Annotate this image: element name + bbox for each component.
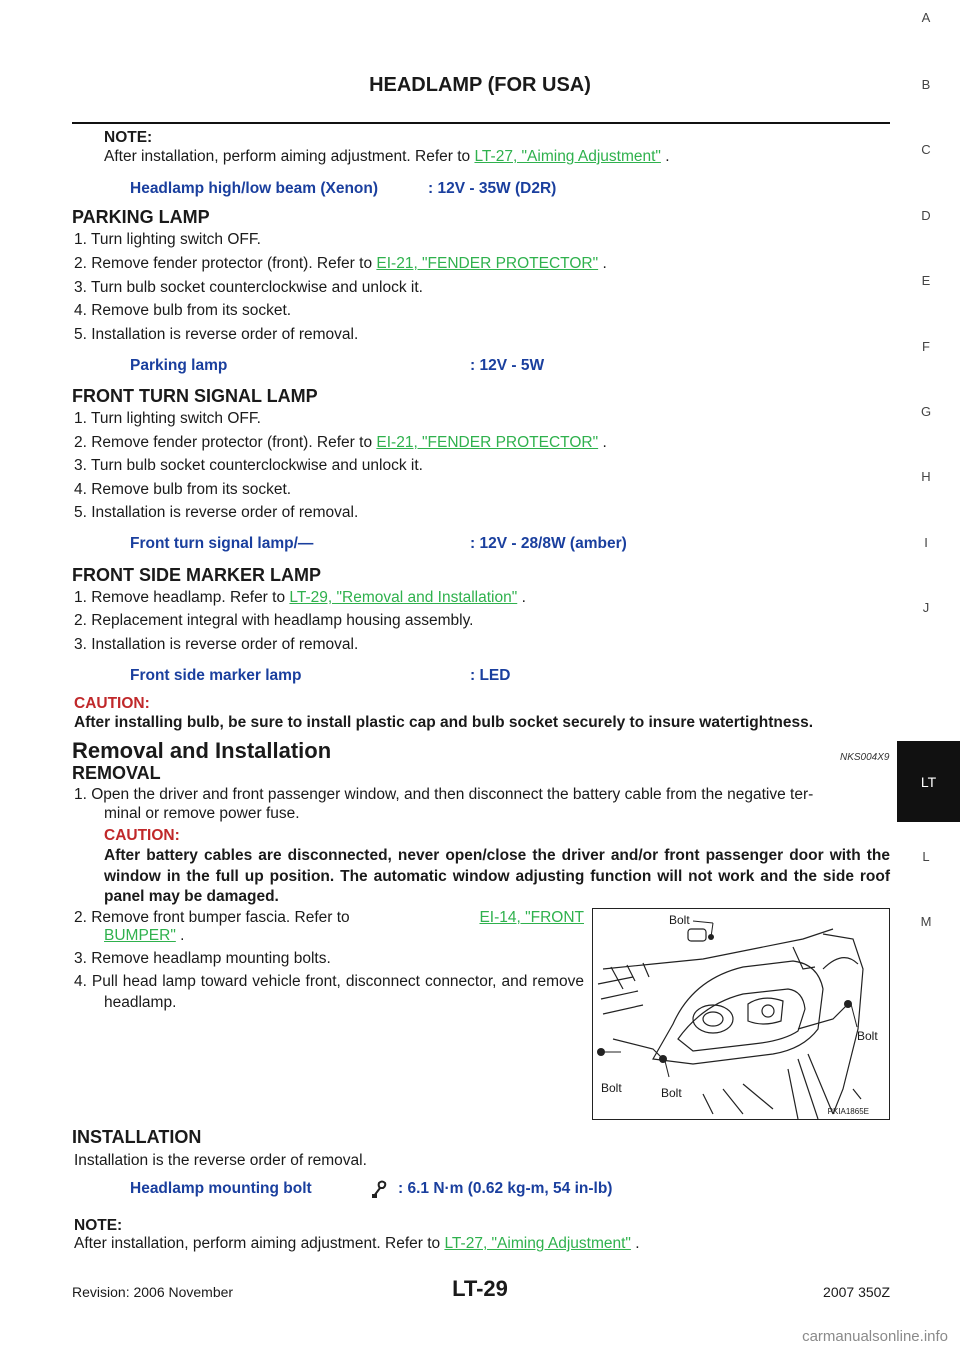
step: 1. Turn lighting switch OFF.: [74, 231, 261, 248]
torque-wrench-icon: [370, 1179, 388, 1199]
caution-label: CAUTION:: [104, 827, 180, 844]
front-bumper-link-cont[interactable]: BUMPER": [104, 927, 176, 944]
spec-name: Headlamp mounting bolt: [130, 1180, 312, 1197]
index-letter[interactable]: H: [921, 469, 931, 484]
step: 1. Open the driver and front passenger w…: [74, 786, 814, 803]
step: 5. Installation is reverse order of remo…: [74, 326, 359, 343]
section-heading: REMOVAL: [72, 763, 161, 783]
watermark: carmanualsonline.info: [802, 1328, 948, 1345]
header-rule: [72, 122, 890, 124]
headlamp-illustration: [597, 920, 864, 1120]
section-heading: PARKING LAMP: [72, 207, 210, 227]
index-letter[interactable]: M: [920, 914, 932, 929]
step-text: 2. Remove fender protector (front). Refe…: [74, 255, 373, 272]
step-suffix: .: [180, 927, 185, 944]
bolt-label: Bolt: [601, 1081, 622, 1095]
step: 2. Replacement integral with headlamp ho…: [74, 612, 474, 629]
caution-text: After battery cables are disconnected, n…: [104, 847, 890, 905]
note-suffix: .: [665, 148, 670, 165]
step: 3. Installation is reverse order of remo…: [74, 636, 359, 653]
fender-protector-link[interactable]: EI-21, "FENDER PROTECTOR": [376, 255, 599, 272]
index-letter[interactable]: E: [921, 273, 931, 288]
step: 4. Pull head lamp toward vehicle front, …: [74, 972, 584, 1013]
spec-value: : 12V - 28/8W (amber): [470, 535, 627, 552]
step: 1. Remove headlamp. Refer to LT-29, "Rem…: [74, 588, 526, 608]
aiming-adjustment-link[interactable]: LT-27, "Aiming Adjustment": [474, 148, 661, 165]
note-text: After installation, perform aiming adjus…: [104, 147, 670, 167]
section-heading: FRONT SIDE MARKER LAMP: [72, 565, 321, 585]
revision-text: Revision: 2006 November: [72, 1284, 234, 1300]
spec-value: : 12V - 5W: [470, 357, 545, 374]
step: 2. Remove front bumper fascia. Refer to …: [74, 908, 584, 928]
step-text: 4. Pull head lamp toward vehicle front, …: [74, 973, 584, 1011]
index-letter[interactable]: I: [924, 535, 928, 550]
spec-name: Parking lamp: [130, 357, 228, 374]
aiming-adjustment-link[interactable]: LT-27, "Aiming Adjustment": [444, 1235, 631, 1252]
index-letter[interactable]: A: [921, 10, 931, 25]
bolt-label: Bolt: [661, 1086, 682, 1100]
index-letter[interactable]: B: [921, 77, 931, 92]
note-body: After installation, perform aiming adjus…: [104, 148, 471, 165]
index-tab-active[interactable]: LT: [897, 741, 960, 822]
step: 5. Installation is reverse order of remo…: [74, 504, 359, 521]
step: 4. Remove bulb from its socket.: [74, 481, 292, 498]
step-text: 2. Remove fender protector (front). Refe…: [74, 434, 373, 451]
caution-label: CAUTION:: [74, 695, 150, 712]
step: 3. Turn bulb socket counterclockwise and…: [74, 457, 423, 474]
step-text: 2. Remove front bumper fascia. Refer to: [74, 909, 350, 926]
section-heading: FRONT TURN SIGNAL LAMP: [72, 386, 318, 406]
bolt-label: Bolt: [669, 913, 690, 927]
figure-code: PKIA1865E: [827, 1107, 869, 1116]
step-text: 1. Remove headlamp. Refer to: [74, 589, 286, 606]
removal-installation-link[interactable]: LT-29, "Removal and Installation": [289, 589, 518, 606]
installation-text: Installation is the reverse order of rem…: [74, 1152, 367, 1169]
model-text: 2007 350Z: [823, 1284, 890, 1300]
bolt-label: Bolt: [857, 1029, 878, 1043]
page-number: LT-29: [452, 1276, 508, 1301]
index-letter[interactable]: J: [922, 600, 930, 615]
index-letter[interactable]: F: [922, 339, 930, 354]
step: 3. Remove headlamp mounting bolts.: [74, 950, 331, 967]
step-suffix: .: [602, 255, 607, 272]
front-bumper-link[interactable]: EI-14, "FRONT: [479, 909, 584, 926]
spec-value: : 6.1 N·m (0.62 kg-m, 54 in-lb): [398, 1180, 613, 1197]
section-title: Removal and Installation: [72, 738, 332, 763]
step: 2. Remove fender protector (front). Refe…: [74, 433, 607, 453]
index-letter[interactable]: L: [922, 849, 930, 864]
note-text: After installation, perform aiming adjus…: [74, 1234, 640, 1254]
note-label: NOTE:: [74, 1217, 123, 1234]
index-letter[interactable]: G: [920, 404, 932, 419]
section-heading: INSTALLATION: [72, 1127, 202, 1147]
fender-protector-link[interactable]: EI-21, "FENDER PROTECTOR": [376, 434, 599, 451]
headlamp-removal-figure: Bolt Bolt Bolt Bolt PKIA1865E: [592, 908, 890, 1120]
spec-name: Front side marker lamp: [130, 667, 302, 684]
step-continued: BUMPER" .: [104, 926, 184, 946]
step-suffix: .: [521, 589, 526, 606]
spec-name: Front turn signal lamp/—: [130, 535, 314, 552]
note-label: NOTE:: [104, 129, 153, 146]
spec-value: : LED: [470, 667, 511, 684]
index-letter[interactable]: D: [921, 208, 931, 223]
index-letter[interactable]: C: [921, 142, 931, 157]
note-body: After installation, perform aiming adjus…: [74, 1235, 441, 1252]
spec-name: Headlamp high/low beam (Xenon): [130, 180, 379, 197]
spec-value: : 12V - 35W (D2R): [428, 180, 557, 197]
step: 3. Turn bulb socket counterclockwise and…: [74, 279, 423, 296]
step: 1. Turn lighting switch OFF.: [74, 410, 261, 427]
caution-text: After installing bulb, be sure to instal…: [74, 714, 813, 731]
step: 2. Remove fender protector (front). Refe…: [74, 254, 607, 274]
step-suffix: .: [602, 434, 607, 451]
section-code: NKS004X9: [840, 752, 890, 763]
page-title: HEADLAMP (FOR USA): [369, 74, 591, 96]
step: 4. Remove bulb from its socket.: [74, 302, 292, 319]
note-suffix: .: [635, 1235, 640, 1252]
step-continued: minal or remove power fuse.: [104, 805, 300, 822]
